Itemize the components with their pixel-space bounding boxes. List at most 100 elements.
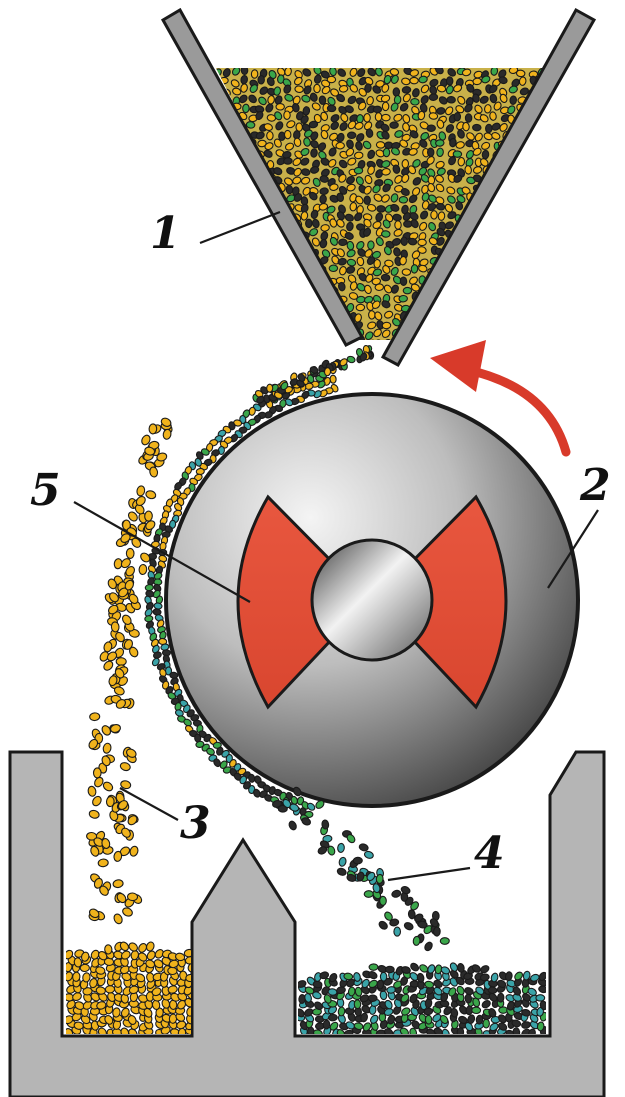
grain (230, 241, 240, 250)
grain (545, 214, 553, 223)
grain (436, 336, 446, 347)
grain (201, 265, 212, 275)
grain (528, 328, 537, 338)
grain (121, 906, 133, 917)
grain (501, 182, 511, 193)
grain (391, 889, 402, 898)
grain (462, 122, 469, 131)
grain (287, 264, 294, 273)
grain (485, 124, 492, 133)
grain (445, 340, 454, 348)
grain (284, 130, 291, 139)
grain (259, 319, 267, 329)
grain (454, 112, 461, 121)
grain (139, 564, 147, 575)
grain (537, 205, 545, 215)
grain (518, 265, 528, 275)
grain (491, 264, 501, 273)
grain (527, 203, 536, 211)
grain (338, 1007, 346, 1017)
grain (228, 209, 238, 220)
grain (472, 263, 482, 273)
leader-line-3 (120, 788, 178, 820)
grain (511, 303, 520, 311)
grain (237, 168, 245, 177)
grain (526, 338, 536, 349)
grain (237, 174, 247, 182)
grain (104, 945, 112, 955)
grain (249, 266, 258, 276)
grain (463, 283, 473, 292)
grain (507, 246, 517, 255)
grain (380, 896, 387, 905)
grain (488, 255, 498, 265)
grain (267, 321, 274, 330)
grain (276, 104, 285, 111)
grain (519, 223, 530, 233)
grain (502, 263, 512, 273)
grain (210, 312, 221, 322)
grain (539, 213, 546, 222)
grain (542, 133, 553, 143)
grain (204, 223, 215, 233)
grain (213, 137, 222, 147)
grain (209, 131, 219, 140)
grain (453, 304, 464, 314)
leader-line-1 (200, 212, 280, 243)
grain (422, 336, 430, 346)
grain (210, 168, 219, 175)
grain (230, 266, 240, 275)
grain (358, 843, 369, 852)
grain (201, 229, 211, 238)
grain (492, 302, 502, 311)
grain (413, 936, 421, 946)
grain (126, 548, 134, 558)
grain (518, 212, 528, 221)
grain (248, 259, 258, 270)
grain (491, 273, 501, 283)
grain (537, 258, 547, 269)
grain (260, 246, 268, 255)
grain (94, 768, 102, 778)
grain (251, 70, 258, 79)
grain (221, 192, 232, 202)
grain (293, 318, 304, 328)
grain (493, 219, 502, 227)
grain (381, 274, 390, 281)
grain (368, 995, 377, 1001)
grain (246, 284, 255, 291)
grain (283, 302, 290, 311)
grain (257, 257, 266, 264)
grain (497, 301, 507, 310)
grain (473, 310, 482, 318)
grain (336, 142, 345, 149)
label-magnetic-fraction: 4 (474, 828, 505, 879)
grain (518, 156, 527, 166)
grain (435, 139, 444, 146)
grain (250, 294, 260, 305)
grain (499, 283, 508, 293)
grain (501, 294, 508, 303)
grain (438, 317, 449, 327)
grain (256, 300, 267, 310)
grain (224, 238, 232, 248)
grain (427, 125, 436, 132)
grain (116, 658, 126, 666)
grain (544, 312, 554, 320)
grain (144, 511, 152, 522)
grain (111, 622, 119, 633)
grain (517, 168, 526, 175)
grain (543, 249, 552, 259)
grain (201, 295, 210, 302)
grain (238, 311, 248, 320)
grain (283, 250, 291, 259)
grain (212, 194, 220, 203)
grain (492, 331, 501, 338)
grain (238, 195, 249, 205)
grain (318, 329, 328, 339)
grain (536, 230, 547, 240)
grain (222, 285, 231, 295)
grain (348, 132, 356, 138)
grain (510, 96, 517, 105)
grain (501, 259, 511, 270)
